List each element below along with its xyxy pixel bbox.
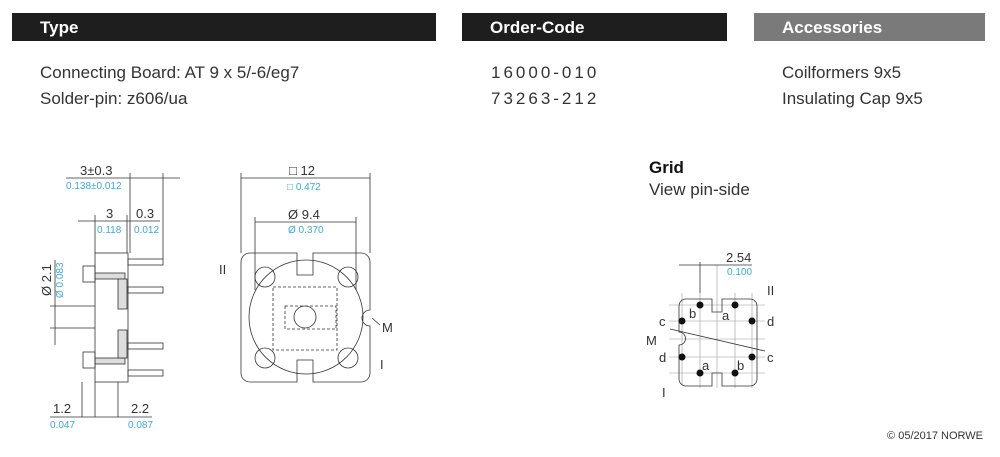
accessory-2: Insulating Cap 9x5	[782, 89, 923, 108]
grid-title: Grid	[649, 158, 684, 177]
dim-3: 3	[106, 206, 113, 221]
pin-label-a-2: a	[702, 358, 710, 373]
accessories-header: Accessories	[754, 13, 985, 41]
dim-3-tol: 3±0.3	[80, 163, 112, 178]
copyright: © 05/2017 NORWE	[887, 430, 983, 442]
grid-subtitle: View pin-side	[649, 180, 750, 199]
dim-square-inch: □ 0.472	[287, 182, 321, 193]
type-row-1: Connecting Board: AT 9 x 5/-6/eg7	[40, 63, 300, 82]
order-code-2: 73263-212	[491, 89, 600, 108]
dim-0-3: 0.3	[136, 206, 154, 221]
pin-label-d: d	[767, 314, 774, 329]
dim-dia-9-4: Ø 9.4	[288, 207, 320, 222]
front-view-drawing: □ 12 □ 0.472 Ø 9.4 Ø 0.370 II I M	[219, 163, 393, 383]
orientation-I: I	[380, 357, 384, 372]
dim-1-2: 1.2	[53, 401, 71, 416]
dim-dia-2-1-inch: Ø 0.083	[55, 262, 66, 298]
pin-label-c: c	[659, 314, 666, 329]
dim-1-2-inch: 0.047	[50, 420, 75, 431]
pin-label-c-2: c	[767, 350, 774, 365]
dim-3-tol-inch: 0.138±0.012	[66, 181, 122, 192]
grid-orientation-II: II	[767, 283, 774, 298]
grid-orientation-I: I	[662, 385, 666, 400]
order-code-1: 16000-010	[491, 63, 600, 82]
type-row-2: Solder-pin: z606/ua	[40, 89, 188, 108]
grid-marker-M: M	[646, 333, 657, 348]
pin-label-d-2: d	[659, 350, 666, 365]
dim-dia-inch: Ø 0.370	[288, 225, 324, 236]
pin-label-a: a	[722, 308, 730, 323]
marker-M: M	[382, 320, 393, 335]
dim-2-2-inch: 0.087	[128, 420, 153, 431]
pin-grid-drawing: 2.54 0.100 b a c d M d c a b II I	[646, 250, 774, 400]
type-header: Type	[12, 13, 436, 41]
accessory-1: Coilformers 9x5	[782, 63, 902, 82]
orientation-II: II	[219, 262, 226, 277]
order-code-header: Order-Code	[462, 13, 727, 41]
pin-label-b-2: b	[737, 358, 744, 373]
dim-dia-2-1: Ø 2.1	[39, 264, 54, 296]
grid-pitch-inch: 0.100	[727, 267, 752, 278]
pin-label-b: b	[689, 306, 696, 321]
dim-3-inch: 0.118	[97, 225, 122, 236]
dim-2-2: 2.2	[131, 401, 149, 416]
grid-pitch-mm: 2.54	[726, 250, 751, 265]
side-view-drawing: 3±0.3 0.138±0.012 3 0.118 0.3 0.012 Ø 2.…	[39, 163, 180, 431]
dim-square-12: □ 12	[289, 163, 315, 178]
dim-0-3-inch: 0.012	[134, 225, 159, 236]
